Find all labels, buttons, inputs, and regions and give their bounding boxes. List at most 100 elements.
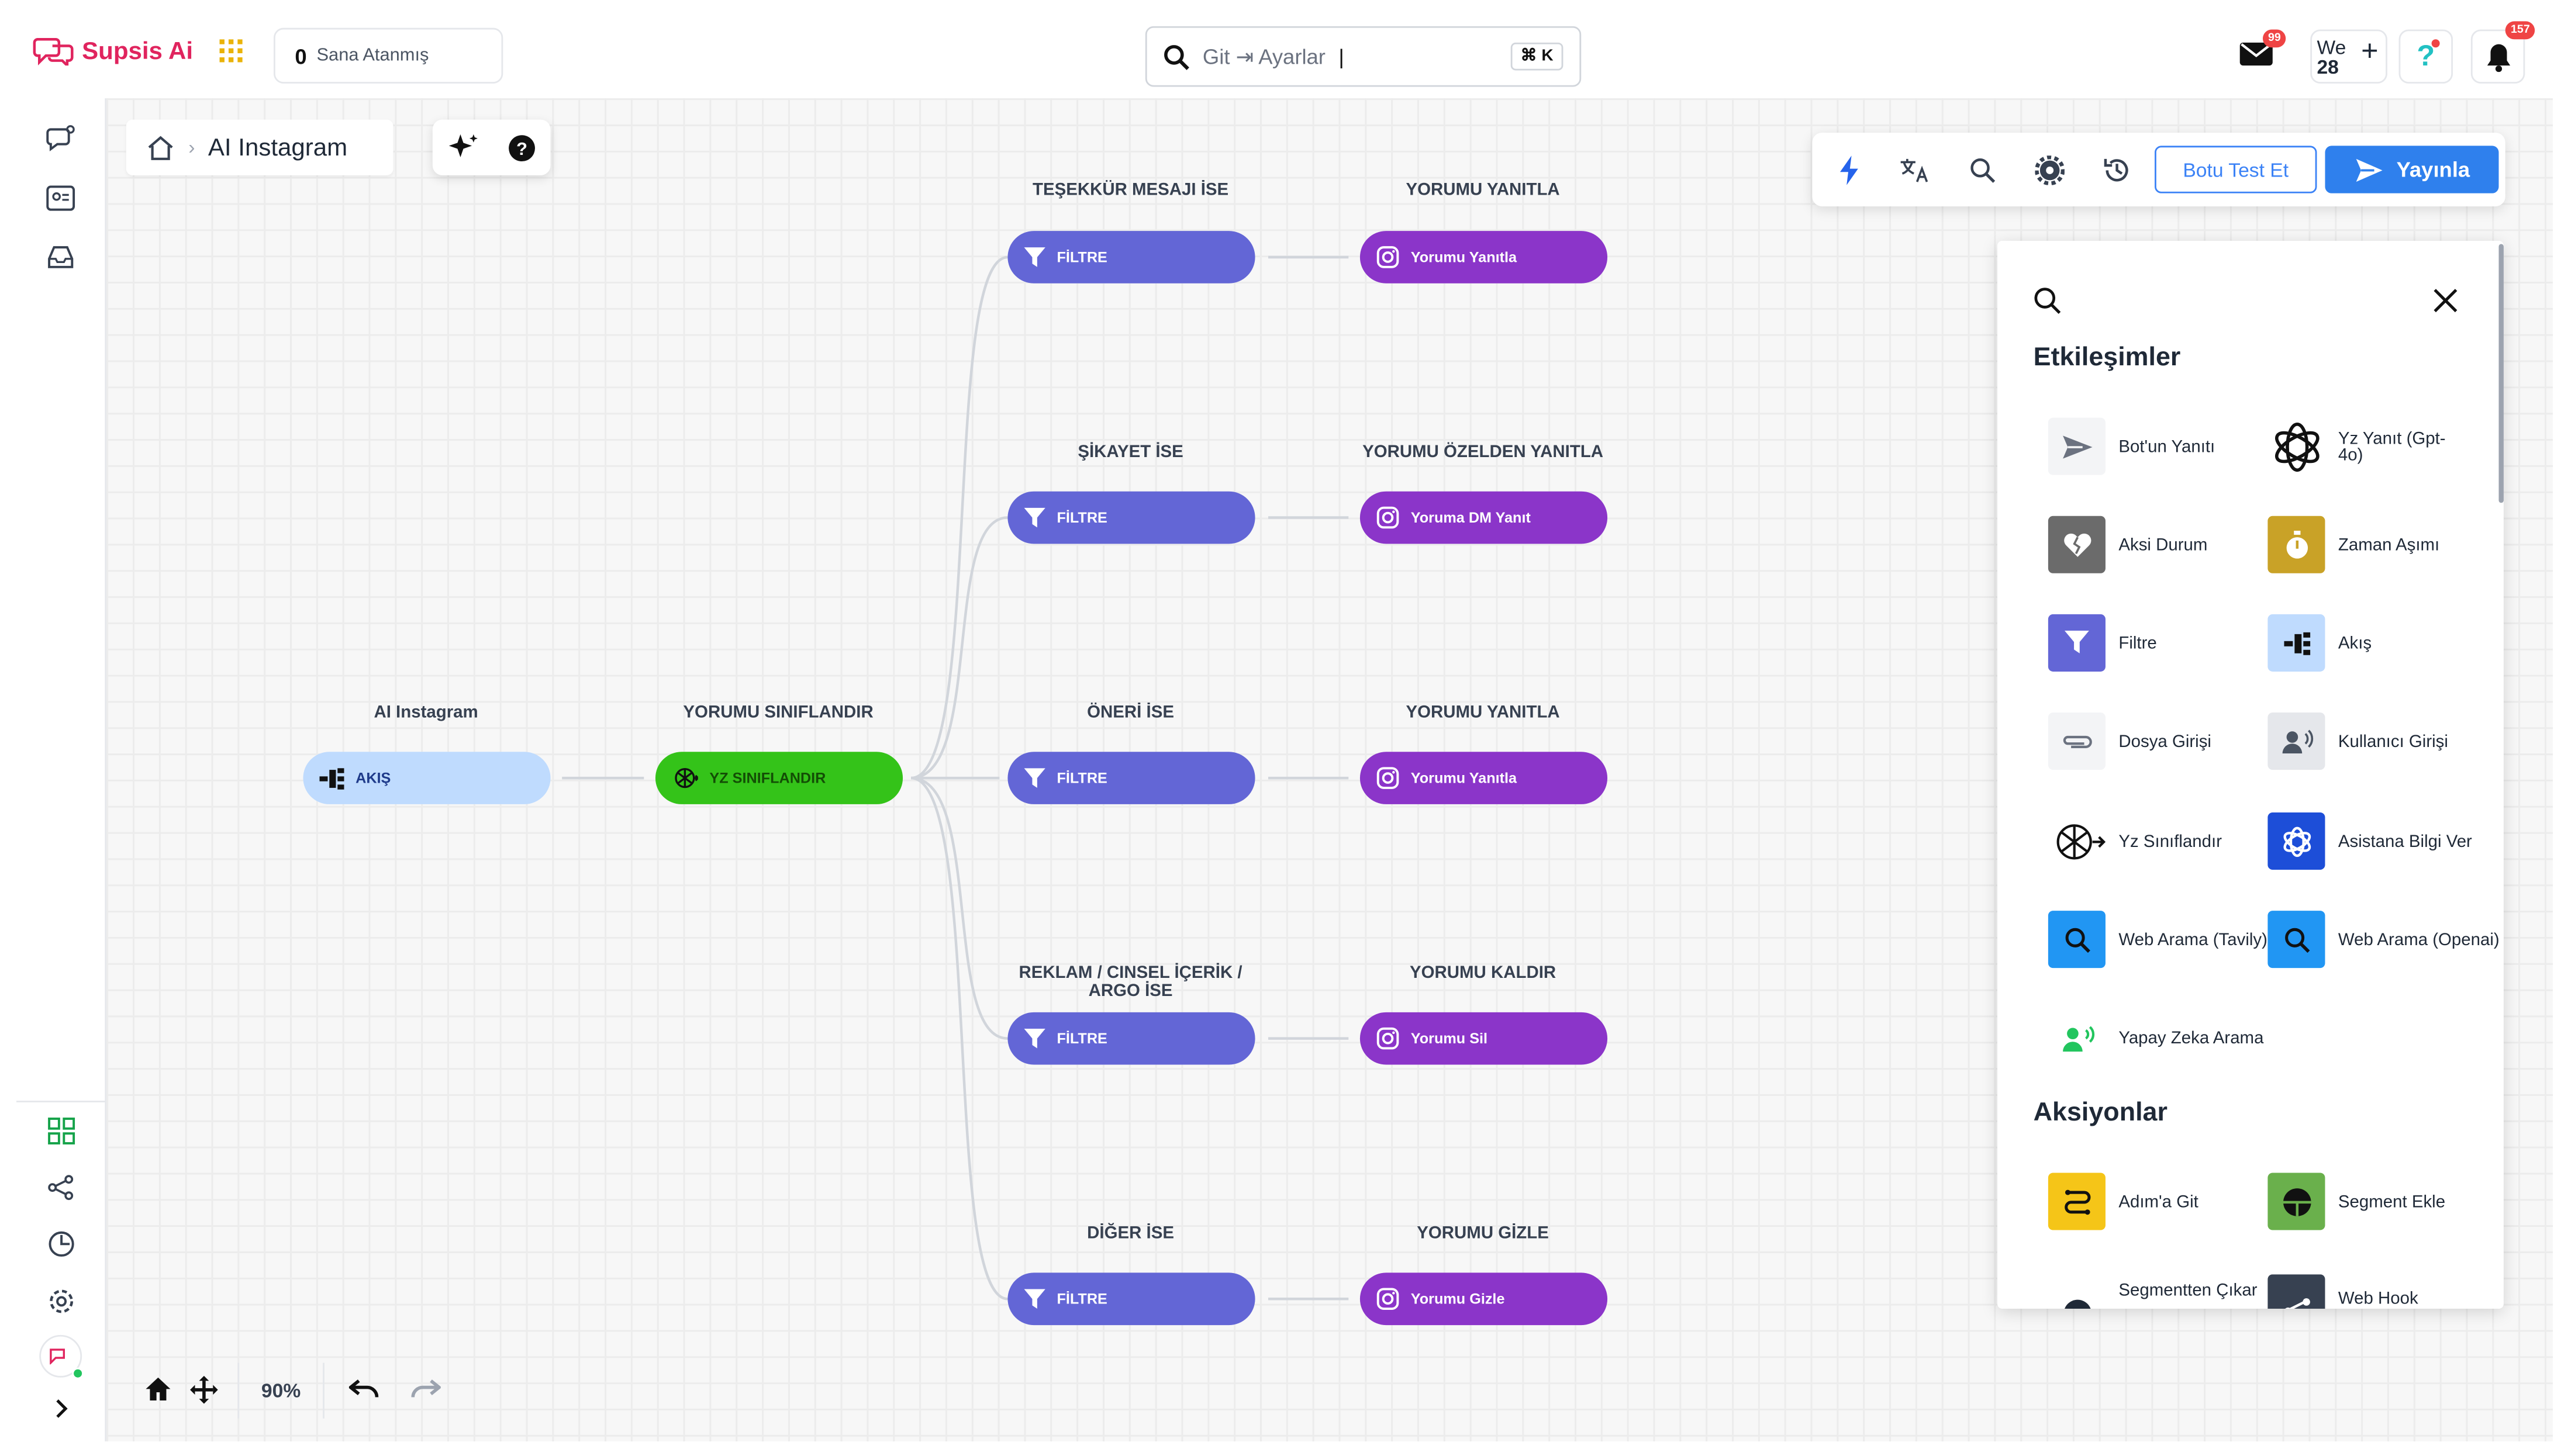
palette-item-segment-add[interactable]: Segment Ekle [2267,1173,2445,1230]
breadcrumb: › AI Instagram [126,119,394,175]
zoom-level: 90% [237,1362,325,1419]
history-icon [2104,158,2128,182]
test-bot-button[interactable]: Botu Test Et [2155,146,2317,193]
palette-item-segment-remove[interactable]: Segmentten Çıkar [2048,1274,2258,1309]
sidebar-settings[interactable] [43,1282,79,1319]
palette-item-assistant-info[interactable]: Asistana Bilgi Ver [2267,812,2472,870]
node-label: FİLTRE [1057,770,1107,787]
palette-item-bot-reply[interactable]: Bot'un Yanıtı [2048,417,2215,475]
flow-node-root[interactable]: AKIŞ [303,752,551,804]
palette-item-file-input[interactable]: Dosya Girişi [2048,713,2211,770]
sidebar-flows[interactable] [43,1170,79,1206]
we-score-button[interactable]: We 28 + [2310,29,2387,84]
node-title-filter-2: ŞİKAYET İSE [1078,442,1183,462]
sparkle-icon[interactable] [447,131,479,164]
palette-item-webhook[interactable]: Web Hook [2267,1274,2418,1309]
voice-search-icon [2048,1009,2106,1066]
redo-button[interactable] [411,1378,442,1409]
palette-item-label: Web Arama (Openai) [2338,929,2500,949]
avatar-logo-icon [50,1348,65,1365]
section-title-actions: Aksiyonlar [2033,1099,2167,1127]
sidebar-dashboard[interactable] [43,1112,79,1149]
home-icon [146,1377,171,1400]
instagram-icon [1376,506,1399,529]
translate-icon [1900,158,1928,182]
palette-item-fallback[interactable]: Aksi Durum [2048,516,2207,573]
palette-item-gpt-reply[interactable]: Yz Yanıt (Gpt-4o) [2267,418,2448,475]
node-label: FİLTRE [1057,509,1107,526]
palette-item-flow[interactable]: Akış [2267,614,2372,672]
instagram-node-5[interactable]: Yorumu Gizle [1359,1272,1608,1326]
online-status-dot [72,1367,84,1379]
palette-item-timeout[interactable]: Zaman Aşımı [2267,516,2439,573]
filter-node-5[interactable]: FİLTRE [1007,1272,1255,1326]
brand-logo[interactable]: Supsis Ai [33,36,243,66]
sidebar-expand[interactable] [43,1391,79,1427]
user-avatar[interactable] [39,1334,84,1379]
undo-button[interactable] [348,1378,379,1409]
filter-node-1[interactable]: FİLTRE [1007,231,1255,283]
fit-home-button[interactable] [144,1376,172,1410]
flow-node-classifier[interactable]: YZ SINIFLANDIR [655,752,903,804]
mail-button[interactable]: 99 [2238,29,2286,77]
instagram-node-3[interactable]: Yorumu Yanıtla [1359,752,1608,804]
pan-button[interactable] [190,1375,218,1412]
brand-name: Supsis Ai [82,37,194,65]
assigned-to-me-button[interactable]: 0 Sana Atanmış [273,27,503,84]
palette-item-web-search-openai[interactable]: Web Arama (Openai) [2267,911,2500,969]
palette-item-label: Akış [2338,633,2372,653]
sidebar-reports[interactable] [43,1225,79,1261]
global-search-input[interactable]: Git ⇥ Ayarlar| ⌘ K [1145,26,1582,87]
search-icon [2048,911,2106,969]
node-label: FİLTRE [1057,1030,1107,1047]
publish-button[interactable]: Yayınla [2325,146,2499,193]
filter-node-3[interactable]: FİLTRE [1007,752,1255,804]
palette-item-ai-search[interactable]: Yapay Zeka Arama [2048,1009,2263,1066]
grid-icon [47,1116,74,1144]
filter-icon [1024,767,1045,787]
filter-node-4[interactable]: FİLTRE [1007,1012,1255,1065]
quick-actions-button[interactable] [1832,153,1868,189]
palette-item-label: Bot'un Yanıtı [2118,436,2215,456]
palette-item-goto-step[interactable]: Adım'a Git [2048,1173,2198,1230]
palette-item-filter[interactable]: Filtre [2048,614,2157,672]
instagram-node-4[interactable]: Yorumu Sil [1359,1012,1608,1065]
home-icon[interactable] [146,133,175,161]
test-bot-label: Botu Test Et [2183,158,2289,181]
node-label: Yoruma DM Yanıt [1410,509,1531,526]
canvas-search-button[interactable] [1965,153,2001,189]
translate-button[interactable] [1897,153,1934,189]
palette-item-ai-classify[interactable]: Yz Sınıflandır [2048,812,2222,870]
palette-item-user-input[interactable]: Kullanıcı Girişi [2267,713,2448,770]
filter-icon [1024,246,1045,267]
paperclip-icon [2048,713,2106,770]
palette-item-web-search-tavily[interactable]: Web Arama (Tavily) [2048,911,2267,969]
instagram-icon [1376,1027,1399,1050]
we-label: We [2317,35,2346,58]
palette-item-label: Web Hook [2338,1289,2418,1309]
lightning-icon [1839,155,1858,185]
send-icon [2355,158,2382,181]
palette-item-label: Filtre [2118,633,2157,653]
sidebar-conversations[interactable] [43,121,79,157]
broken-heart-icon [2048,516,2106,573]
sidebar-contacts[interactable] [43,180,79,216]
instagram-node-1[interactable]: Yorumu Yanıtla [1359,231,1608,283]
filter-node-2[interactable]: FİLTRE [1007,491,1255,544]
node-label: FİLTRE [1057,1291,1107,1308]
notifications-button[interactable]: 157 [2470,21,2535,84]
filter-icon [1024,507,1045,527]
apps-grid-icon[interactable] [219,39,243,63]
panel-scrollbar[interactable] [2498,244,2504,503]
flow-settings-button[interactable] [2032,153,2068,189]
ai-classify-icon [675,768,698,788]
sidebar-inbox[interactable] [43,239,79,275]
search-icon [1970,158,1996,183]
panel-close-button[interactable] [2433,288,2458,321]
node-label: Yorumu Gizle [1410,1291,1505,1308]
history-button[interactable] [2099,153,2135,189]
instagram-node-2[interactable]: Yoruma DM Yanıt [1359,491,1608,544]
help-button[interactable]: ? [2398,29,2453,84]
help-circle-icon[interactable]: ? [508,133,536,161]
panel-search-button[interactable] [2034,286,2062,323]
